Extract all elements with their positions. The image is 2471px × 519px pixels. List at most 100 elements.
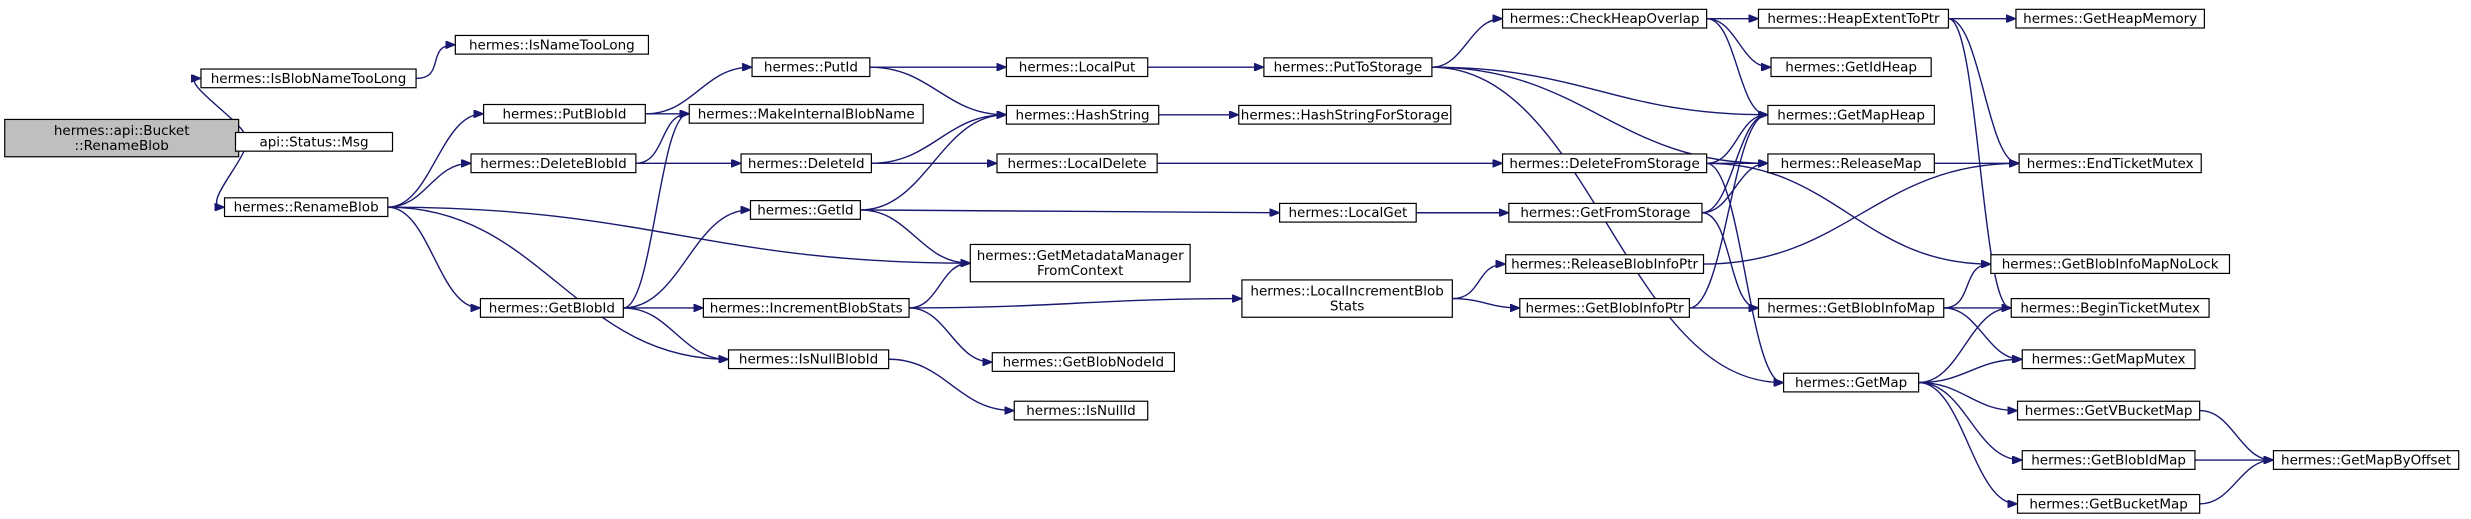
node-box [470,153,637,174]
node-label: hermes::GetHeapMemory [2023,11,2197,27]
node-local-put[interactable]: hermes::LocalPut [1005,57,1149,78]
edge-put-to-storage-to-check-heap-overlap [1431,19,1502,68]
node-status-msg[interactable]: api::Status::Msg [234,131,394,152]
node-label: hermes::HashString [1016,107,1150,123]
node-begin-ticket-mutex[interactable]: hermes::BeginTicketMutex [2010,297,2210,318]
node-box [1767,153,1935,174]
node-box [1770,57,1932,78]
edge-is-null-blob-id-to-is-null-id [888,358,1014,410]
node-release-blob-info-ptr[interactable]: hermes::ReleaseBlobInfoPtr [1505,254,1705,274]
edge-get-bucket-map-to-get-map-by-offset [2199,460,2273,505]
edge-get-id-to-get-metadata-manager [860,209,969,263]
node-label: hermes::GetMapByOffset [2281,453,2451,469]
node-get-map-by-offset[interactable]: hermes::GetMapByOffset [2272,450,2460,470]
node-get-blob-info-map[interactable]: hermes::GetBlobInfoMap [1757,297,1945,318]
nodes-layer: hermes::api::Bucket::RenameBlobhermes::I… [4,8,2460,514]
edge-delete-from-storage-to-get-map [1706,162,1783,382]
node-get-blob-info-ptr[interactable]: hermes::GetBlobInfoPtr [1519,297,1690,318]
node-box [2015,8,2205,29]
node-is-blob-name-too-long[interactable]: hermes::IsBlobNameTooLong [200,68,417,89]
node-box [4,118,240,158]
node-label: hermes::IncrementBlobStats [710,300,903,316]
node-get-blob-id-map[interactable]: hermes::GetBlobIdMap [2021,450,2196,470]
node-box [1013,400,1149,421]
node-box [1501,153,1708,174]
node-box [479,297,624,318]
node-get-map[interactable]: hermes::GetMap [1782,372,1920,393]
node-get-vbucket-map[interactable]: hermes::GetVBucketMap [2016,400,2201,421]
node-local-get[interactable]: hermes::LocalGet [1279,202,1417,223]
node-is-name-too-long[interactable]: hermes::IsNameTooLong [454,34,650,55]
node-label: FromContext [1037,263,1123,279]
node-get-bucket-map[interactable]: hermes::GetBucketMap [2016,493,2201,514]
node-label: hermes::GetId [757,202,853,218]
node-label: hermes::GetBlobId [489,300,615,316]
node-get-blob-node-id[interactable]: hermes::GetBlobNodeId [991,352,1176,372]
edge-increment-blob-stats-to-get-metadata-manager [909,263,969,309]
node-label: hermes::HashStringForStorage [1241,107,1449,123]
node-get-blob-info-map-no-lock[interactable]: hermes::GetBlobInfoMapNoLock [1990,254,2231,274]
node-local-delete[interactable]: hermes::LocalDelete [996,153,1158,174]
node-get-from-storage[interactable]: hermes::GetFromStorage [1508,202,1703,223]
node-delete-from-storage[interactable]: hermes::DeleteFromStorage [1501,153,1708,174]
edge-increment-blob-stats-to-get-blob-node-id [909,307,991,362]
node-make-internal-blob-name[interactable]: hermes::MakeInternalBlobName [688,103,924,124]
node-label: hermes::GetMap [1795,375,1907,391]
node-is-null-id[interactable]: hermes::IsNullId [1013,400,1149,421]
node-box [751,57,871,78]
node-get-blob-id[interactable]: hermes::GetBlobId [479,297,624,318]
edge-heap-extent-to-ptr-to-end-ticket-mutex [1948,17,2018,164]
node-box [223,197,389,218]
edge-get-blob-id-to-is-null-blob-id [623,307,727,359]
node-get-map-mutex[interactable]: hermes::GetMapMutex [2021,349,2196,370]
node-label: hermes::DeleteBlobId [480,156,627,172]
edge-get-map-to-get-bucket-map [1918,381,2017,504]
node-is-null-blob-id[interactable]: hermes::IsNullBlobId [727,349,890,370]
node-delete-id[interactable]: hermes::DeleteId [740,153,872,174]
node-get-map-heap[interactable]: hermes::GetMapHeap [1767,104,1935,125]
node-heap-extent-to-ptr[interactable]: hermes::HeapExtentToPtr [1757,8,1950,29]
edges-layer [195,19,2273,504]
edge-release-blob-info-ptr-to-end-ticket-mutex [1703,163,2019,265]
node-label: ::RenameBlob [75,138,169,154]
node-hash-string-for-storage[interactable]: hermes::HashStringForStorage [1238,104,1452,125]
node-rename-root[interactable]: hermes::api::Bucket::RenameBlob [4,118,240,158]
node-end-ticket-mutex[interactable]: hermes::EndTicketMutex [2018,153,2202,174]
node-hash-string[interactable]: hermes::HashString [1005,104,1160,125]
node-delete-blob-id[interactable]: hermes::DeleteBlobId [470,153,637,174]
node-box [1990,254,2231,274]
node-label: hermes::GetMapMutex [2032,352,2186,368]
node-label: hermes::DeleteId [748,156,865,172]
node-label: hermes::CheckHeapOverlap [1510,11,1700,27]
node-label: hermes::PutBlobId [502,106,626,122]
edge-get-blob-id-to-get-id [623,210,749,309]
node-rename-blob[interactable]: hermes::RenameBlob [223,197,389,218]
edge-get-blob-info-ptr-to-get-map-heap [1689,115,1767,309]
node-get-id-heap[interactable]: hermes::GetIdHeap [1770,57,1932,78]
node-box [991,352,1176,372]
node-box [2018,153,2202,174]
node-put-blob-id[interactable]: hermes::PutBlobId [482,103,646,124]
edge-get-from-storage-to-release-map [1701,163,1767,214]
node-label: hermes::RenameBlob [234,200,379,216]
node-put-id[interactable]: hermes::PutId [751,57,871,78]
node-label: hermes::GetBlobInfoMap [1767,300,1935,316]
edge-get-id-to-local-get [860,210,1278,213]
node-label: hermes::LocalDelete [1008,156,1147,172]
node-label: hermes::EndTicketMutex [2027,156,2194,172]
edge-rename-blob-to-delete-blob-id [387,163,470,208]
edge-rename-blob-to-is-null-blob-id [387,206,728,359]
node-label: hermes::IsNameTooLong [469,37,635,53]
node-put-to-storage[interactable]: hermes::PutToStorage [1263,57,1433,78]
node-check-heap-overlap[interactable]: hermes::CheckHeapOverlap [1501,8,1708,29]
node-release-map[interactable]: hermes::ReleaseMap [1767,153,1935,174]
node-get-heap-memory[interactable]: hermes::GetHeapMemory [2015,8,2205,29]
edge-get-from-storage-to-get-map-heap [1701,115,1767,214]
node-label: hermes::GetBlobIdMap [2031,453,2186,469]
node-get-id[interactable]: hermes::GetId [749,200,861,220]
edge-get-map-to-begin-ticket-mutex [1918,308,2011,384]
node-increment-blob-stats[interactable]: hermes::IncrementBlobStats [702,297,910,318]
edge-rename-blob-to-put-blob-id [387,114,483,208]
